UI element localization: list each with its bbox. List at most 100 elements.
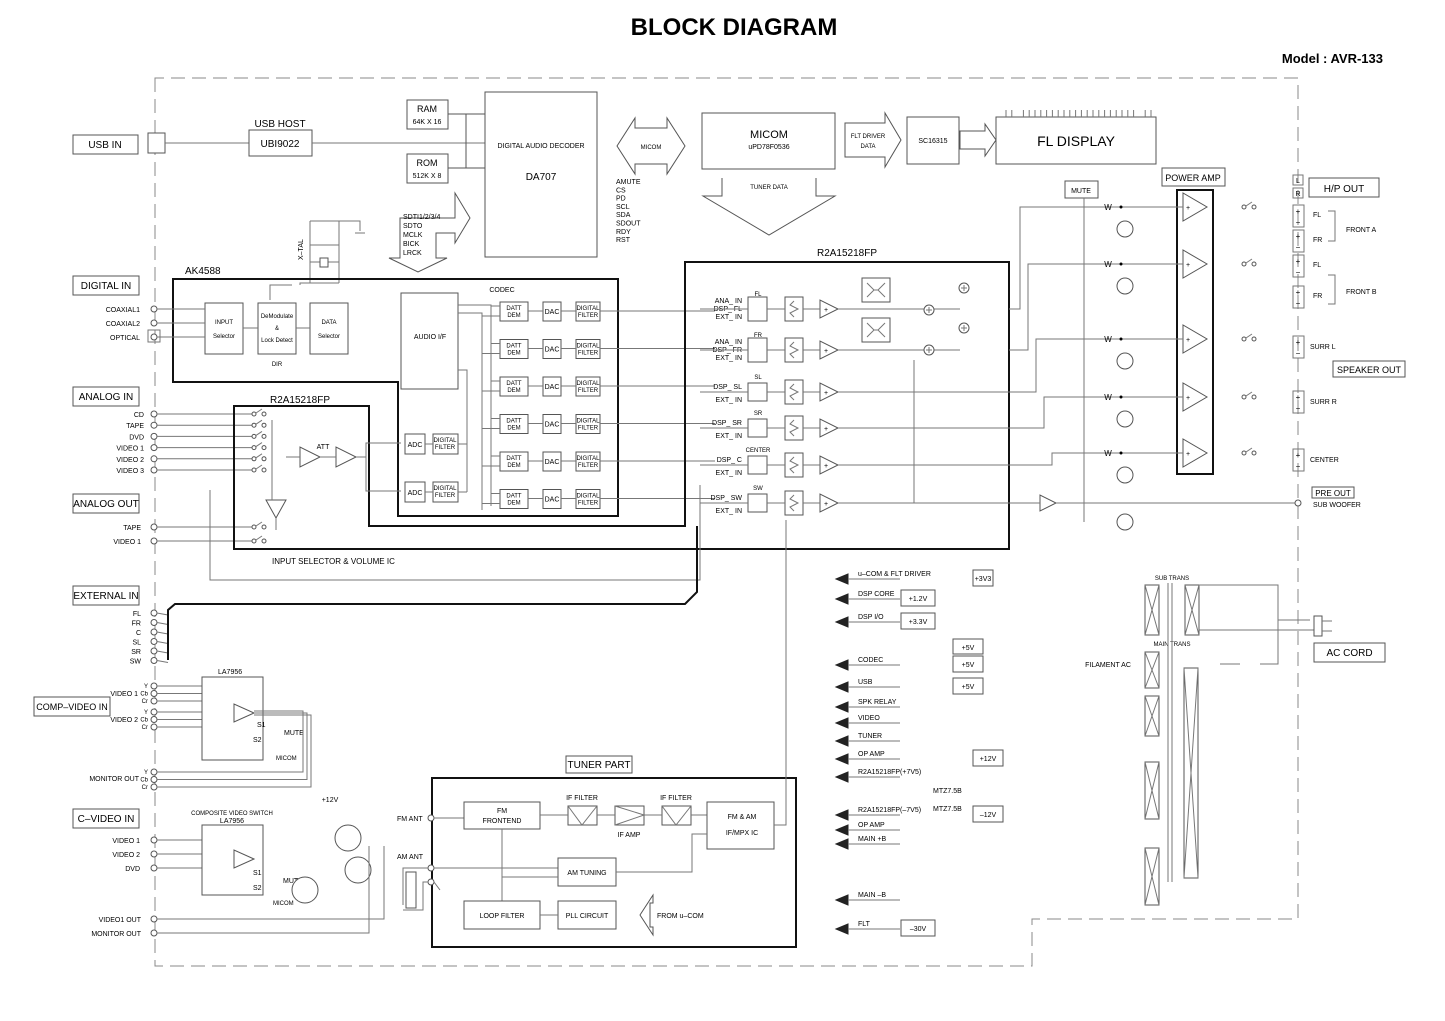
demod-text: Lock Detect [261,338,293,344]
analog-output-jack [150,537,158,545]
digital-input-label: COAXIAL1 [106,307,140,314]
winding-icon [1144,847,1160,906]
rail-arrow-icon [834,593,849,605]
dac-label: DAC [545,497,560,504]
external-input-jack [150,657,158,664]
c-video-input-label: VIDEO 2 [112,852,140,859]
usb-in-label-box [72,134,139,155]
volume-resistor-icon [789,494,800,512]
channel-input-label: EXT_ IN [716,433,742,440]
mute-transistor-icon [1116,466,1134,484]
datt-label: DATT [506,419,522,425]
micom-signal-label: SCL [616,204,630,211]
terminal-label: FL [1313,212,1321,219]
mute-transistor-icon [1116,277,1134,295]
from-ucom-arrow [639,893,654,937]
digital-filter-label: FILTER [578,313,599,319]
terminal-plus: + [1296,232,1301,241]
winding-icon [1144,761,1160,820]
analog-in-label-box [72,386,140,407]
fm-ant-label: FM ANT [397,816,423,823]
c-video-input-label: DVD [125,866,140,873]
loop-filter-label: LOOP FILTER [480,913,525,920]
regulator-label: +3V3 [975,576,992,583]
input-selector-text: INPUT [215,320,233,326]
channel-amp-icon [819,418,840,438]
dac-label: DAC [545,309,560,316]
rail-arrow-icon [834,717,849,729]
tuner-outline [431,777,797,948]
switch-icon [255,464,263,470]
channel-input-label: EXT_ IN [716,508,742,515]
winding-icon [1184,584,1200,636]
digital-filter-label: FILTER [578,463,599,469]
switch-icon [1251,394,1257,400]
rail-arrow-icon [834,616,849,628]
switch-icon [251,456,257,462]
external-input-label: SW [130,659,142,666]
model-label: Model : AVR-133 [1281,51,1383,66]
switch-icon [255,535,263,541]
codec-label: CODEC [489,287,514,294]
external-input-label: FL [133,611,141,618]
usb-connector-icon [147,132,166,154]
att-amp2-icon [335,446,358,468]
hp-out-label: H/P OUT [1324,184,1364,195]
volume-block [784,379,804,405]
switch-icon [251,411,257,417]
plus-sign: + [824,390,828,397]
transformer-core [1167,583,1173,882]
digital-input-jack [150,319,158,327]
rail-label: TUNER [858,733,882,740]
regulator-label: +5V [962,662,975,669]
mute-block [1064,180,1099,199]
hp-terminal [1292,187,1304,199]
am-ant-jack [427,864,435,872]
demod-text: & [275,326,279,332]
ac-plug-pins [1322,620,1332,632]
switch-icon [255,453,263,459]
dac-label: DAC [545,459,560,466]
digital-audio-decoder [484,91,598,258]
component-label: Cr [142,785,148,791]
switch-icon [1251,450,1257,456]
channel-amp-icon [819,382,840,402]
power-amp-channels: +W+W+W+W+W [1009,192,1295,531]
micom-chip-label: uPD78F0536 [748,144,789,151]
analog-output-label: TAPE [123,525,141,532]
la7956-chip [201,676,264,761]
channel-label: SL [754,375,762,381]
volume-block [784,415,804,441]
datt-label: DATT [506,381,522,387]
speaker-terminal [1292,335,1305,359]
regulator-label: +1.2V [909,596,928,603]
c-video-out-jack [150,915,158,923]
channel-label: FR [754,333,763,339]
switch-icon [1241,336,1247,342]
switch-icon [1245,447,1253,453]
switch-icon [261,456,267,462]
digital-input-jack [150,333,158,341]
component-label: Cr [142,699,148,705]
data-selector-text: DATA [321,320,336,326]
volume-block [784,490,804,516]
amp-input-wire [1009,206,1183,310]
amp-input-wire [1009,338,1183,393]
dem-label: DEM [507,463,520,469]
terminal-plus: + [1296,288,1301,297]
micom-chip [701,112,836,170]
external-input-label: FR [132,621,141,628]
mute-label: MUTE [283,878,303,885]
dem-label: DEM [507,426,520,432]
mute-transistor-icon [1116,220,1134,238]
rail-label: R2A15218FP(–7V5) [858,807,921,814]
analog-in-label: ANALOG IN [79,392,133,403]
rail-label: R2A15218FP(+7V5) [858,769,921,776]
analog-out-label-box [72,493,140,514]
am-tuning-label: AM TUNING [567,870,606,877]
monitor-out-jack [150,768,158,776]
